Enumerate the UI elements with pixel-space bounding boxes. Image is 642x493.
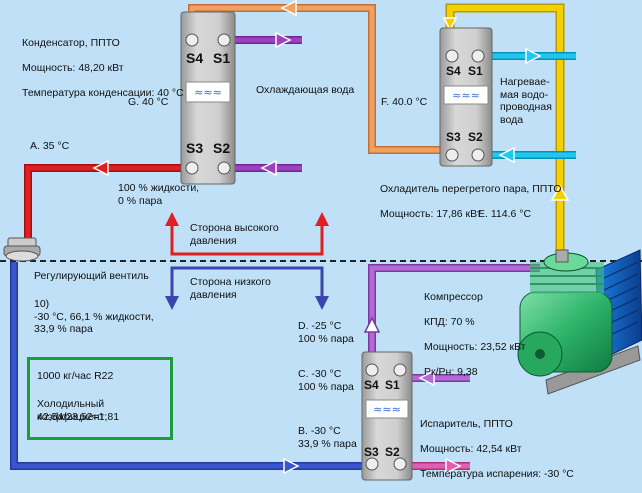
condenser-water-out-arrow xyxy=(275,31,292,49)
evaporator-port-s4: S4 xyxy=(364,378,379,392)
suction-arrow xyxy=(363,316,381,333)
tap-water-out-arrow xyxy=(525,47,542,65)
desuperheater-title: Охладитель перегретого пара, ППТО xyxy=(380,182,562,195)
condenser-power: Мощность: 48,20 кВт xyxy=(22,61,124,74)
tap-water-label: Нагревае- мая водо- проводная вода xyxy=(500,76,552,126)
condenser-water-in-arrow xyxy=(260,159,277,177)
point-a-label: A. 35 °C xyxy=(30,140,70,152)
hot-gas-arrow-up xyxy=(550,184,570,201)
two-phase-pipe xyxy=(10,262,372,470)
compressor-unit xyxy=(517,249,642,395)
desuperheater-power: Мощность: 17,86 кВт xyxy=(380,207,482,220)
cooling-water-label: Охлаждающая вода xyxy=(256,84,355,96)
tap-water-in-arrow xyxy=(498,146,515,164)
compressor-efficiency: КПД: 70 % xyxy=(424,315,475,328)
evaporator-title: Испаритель, ППТО xyxy=(420,417,513,430)
low-side-bracket xyxy=(170,266,324,300)
liquid-state-label: 100 % жидкости, 0 % пара xyxy=(118,182,200,207)
evaporator-info: Испаритель, ППТО Мощность: 42,54 кВт Тем… xyxy=(420,405,574,493)
point-d-label: D. -25 °C 100 % пара xyxy=(298,320,354,345)
condenser-port-s4: S4 xyxy=(186,50,204,66)
compressor-info: Компрессор КПД: 70 % Мощность: 23,52 кВт… xyxy=(424,278,526,391)
compressor-title: Компрессор xyxy=(424,290,483,303)
refrigeration-cycle-diagram: ≈≈≈ ≈≈≈ ≈≈≈ xyxy=(0,0,642,481)
liquid-pipe xyxy=(24,164,192,240)
desuperheater-plate-exchanger: ≈≈≈ xyxy=(439,27,493,167)
capacity-box: 1000 кг/час R22 Холодильный коэффициент:… xyxy=(27,357,173,440)
condenser-plate-exchanger: ≈≈≈ xyxy=(180,11,236,185)
evaporator-plate-exchanger: ≈≈≈ xyxy=(361,351,413,481)
desuperheater-port-s3: S3 xyxy=(446,130,461,144)
high-side-arrow-left xyxy=(165,212,179,226)
evaporator-secondary-arrow-1 xyxy=(418,369,435,387)
expansion-valve xyxy=(3,237,41,262)
high-side-label: Сторона высокого давления xyxy=(190,222,279,247)
condenser-port-s1: S1 xyxy=(213,50,231,66)
diagram-graphics: ≈≈≈ ≈≈≈ ≈≈≈ xyxy=(0,0,642,481)
liquid-arrow xyxy=(92,159,109,177)
svg-text:≈≈≈: ≈≈≈ xyxy=(452,89,480,102)
svg-text:≈≈≈: ≈≈≈ xyxy=(194,86,222,99)
evaporator-secondary-arrow-2 xyxy=(445,457,462,475)
evaporator-port-s1: S1 xyxy=(385,378,400,392)
valve-label: Регулирующий вентиль xyxy=(34,270,149,282)
condenser-port-s2: S2 xyxy=(213,140,231,156)
low-side-arrow-right xyxy=(315,296,329,310)
desuperheated-arrow-1 xyxy=(280,0,297,17)
desuperheater-info: Охладитель перегретого пара, ППТО Мощнос… xyxy=(380,170,561,233)
evaporator-power: Мощность: 42,54 кВт xyxy=(420,442,522,455)
two-phase-arrow xyxy=(283,457,300,475)
condenser-port-s3: S3 xyxy=(186,140,204,156)
desuperheater-port-s2: S2 xyxy=(468,130,483,144)
svg-text:≈≈≈: ≈≈≈ xyxy=(373,403,401,416)
desuperheater-port-s4: S4 xyxy=(446,64,461,78)
high-side-bracket xyxy=(170,222,324,256)
condenser-temp: Температура конденсации: 40 °C xyxy=(22,86,184,99)
compressor-pressure-ratio: Рк/Рн: 9,38 xyxy=(424,365,478,378)
point-f-label: F. 40.0 °C xyxy=(381,96,428,108)
desuperheater-port-s1: S1 xyxy=(468,64,483,78)
evaporator-port-s3: S3 xyxy=(364,445,379,459)
evaporator-temp: Температура испарения: -30 °C xyxy=(420,467,574,480)
low-side-arrow-left xyxy=(165,296,179,310)
condenser-info: Конденсатор, ППТО Мощность: 48,20 кВт Те… xyxy=(22,24,184,112)
capacity-flow: 1000 кг/час R22 xyxy=(37,370,114,382)
point-b-label: B. -30 °C 33,9 % пара xyxy=(298,425,357,450)
condenser-title: Конденсатор, ППТО xyxy=(22,36,120,49)
capacity-cop-value: 42,54/23,52=1,81 xyxy=(37,411,120,423)
point-e-label: E. 114.6 °C xyxy=(478,208,532,220)
evaporator-port-s2: S2 xyxy=(385,445,400,459)
low-side-label: Сторона низкого давления xyxy=(190,276,271,301)
capacity-cop-label: Холодильный коэффициент: xyxy=(37,398,108,423)
after-valve-state: 10) -30 °C, 66,1 % жидкости, 33,9 % пара xyxy=(34,298,154,335)
compressor-power: Мощность: 23,52 кВт xyxy=(424,340,526,353)
point-c-label: C. -30 °C 100 % пара xyxy=(298,368,354,393)
point-g-label: G. 40 °C xyxy=(128,96,169,108)
high-side-arrow-right xyxy=(315,212,329,226)
hot-gas-arrow-down xyxy=(442,17,458,32)
